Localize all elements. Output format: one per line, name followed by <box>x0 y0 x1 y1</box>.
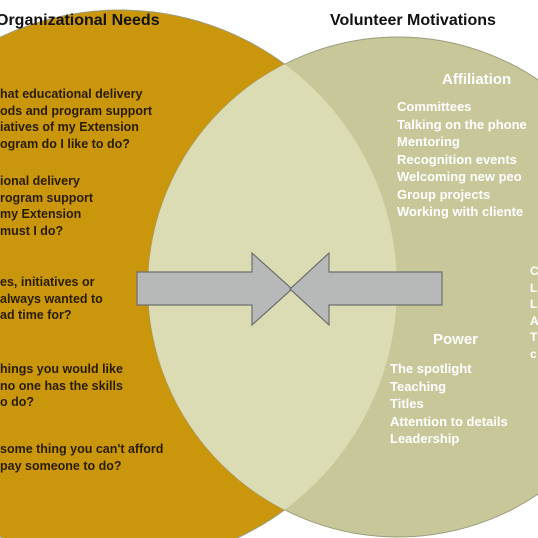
needs-question-line: rogram support <box>0 190 94 205</box>
needs-question-line: always wanted to <box>0 291 103 306</box>
cut-off-letter: T <box>530 330 538 344</box>
needs-question-line: iatives of my Extension <box>0 120 139 134</box>
overlap-region <box>148 37 397 537</box>
arrow-right-icon <box>136 251 293 327</box>
needs-question-1: hat educational delivery ods and program… <box>0 86 152 152</box>
power-item: Attention to details <box>390 413 508 429</box>
needs-question-line: my Extension <box>0 207 82 221</box>
needs-question-line: es, initiatives or <box>0 275 95 289</box>
power-item: Leadership <box>390 431 460 446</box>
power-title: Power <box>433 331 479 348</box>
needs-question-line: pay someone to do? <box>0 458 122 473</box>
cut-off-letter: L <box>530 280 538 295</box>
cut-off-letter: c <box>530 346 537 361</box>
needs-question-line: hings you would like <box>0 362 123 376</box>
affiliation-title: Affiliation <box>442 71 512 88</box>
power-item: The spotlight <box>390 361 472 376</box>
affiliation-item: Working with cliente <box>397 204 524 219</box>
cut-off-letter: C <box>530 264 538 278</box>
needs-question-4: hings you would like no one has the skil… <box>0 361 123 411</box>
cut-off-letter: A <box>530 313 538 328</box>
needs-question-line: ional delivery <box>0 174 80 188</box>
needs-question-line: must I do? <box>0 223 64 238</box>
affiliation-item: Welcoming new peo <box>397 169 522 184</box>
volunteer-motivations-heading: Volunteer Motivations <box>330 12 496 29</box>
affiliation-item: Talking on the phone <box>397 116 527 132</box>
needs-question-line: o do? <box>0 395 35 409</box>
cut-off-list: C L L A T c <box>530 263 538 362</box>
organizational-needs-heading: Organizational Needs <box>0 12 160 29</box>
needs-question-line: ods and program support <box>0 103 153 118</box>
arrow-left-icon <box>289 251 443 327</box>
affiliation-item: Group projects <box>397 186 491 202</box>
affiliation-list: Committees Talking on the phone Mentorin… <box>397 98 527 221</box>
needs-question-3: es, initiatives or always wanted to ad t… <box>0 274 103 324</box>
needs-question-line: hat educational delivery <box>0 87 143 101</box>
power-list: The spotlight Teaching Titles Attention … <box>390 360 508 448</box>
affiliation-item: Mentoring <box>397 134 460 149</box>
needs-question-line: some thing you can't afford <box>0 442 164 456</box>
power-item: Titles <box>390 396 424 411</box>
needs-question-5: some thing you can't afford pay someone … <box>0 441 163 474</box>
needs-question-line: no one has the skills <box>0 378 123 393</box>
needs-question-line: ogram do I like to do? <box>0 136 130 151</box>
power-item: Teaching <box>390 378 447 394</box>
needs-question-2: ional delivery rogram support my Extensi… <box>0 173 93 239</box>
needs-question-line: ad time for? <box>0 308 72 322</box>
affiliation-item: Recognition events <box>397 151 517 167</box>
affiliation-item: Committees <box>397 99 472 114</box>
cut-off-letter: L <box>530 297 538 311</box>
